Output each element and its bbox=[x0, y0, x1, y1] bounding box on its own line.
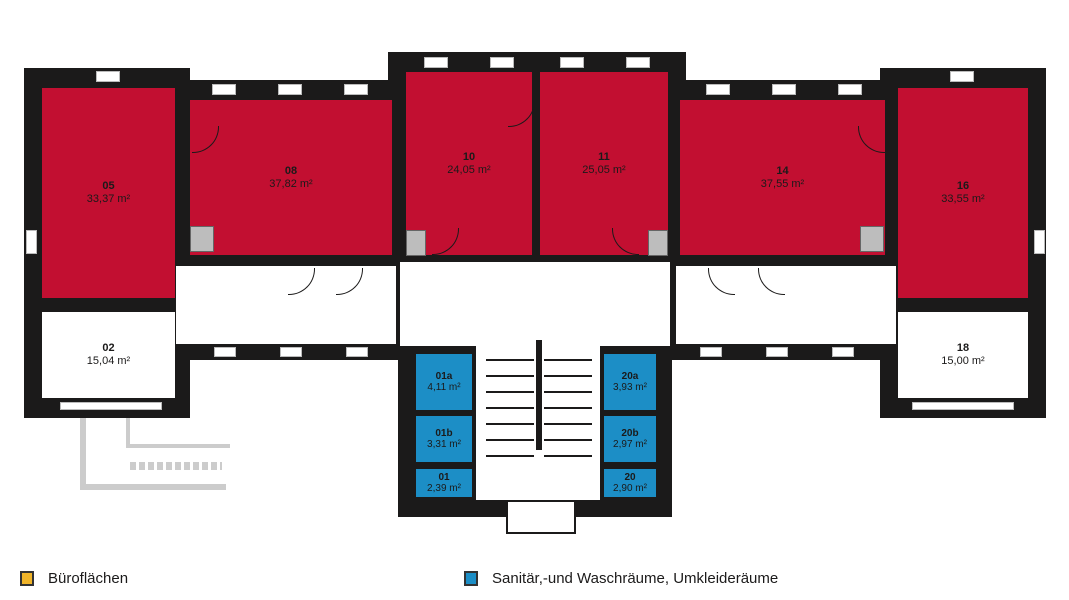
ramp bbox=[80, 418, 226, 490]
window bbox=[346, 347, 368, 357]
room-area: 2,90 m² bbox=[613, 483, 647, 494]
window bbox=[706, 84, 730, 95]
window bbox=[626, 57, 650, 68]
room-area: 3,31 m² bbox=[427, 439, 461, 450]
room-area: 4,11 m² bbox=[427, 382, 461, 393]
room-number: 20 bbox=[624, 472, 636, 483]
corridor-right bbox=[676, 266, 896, 344]
window bbox=[912, 402, 1014, 410]
room-number: 16 bbox=[956, 180, 970, 192]
legend-item-sanitary: Sanitär,-und Waschräume, Umkleideräume bbox=[464, 570, 778, 587]
room-area: 3,93 m² bbox=[613, 382, 647, 393]
room-number: 20b bbox=[621, 428, 639, 439]
shaft bbox=[190, 226, 214, 252]
window bbox=[280, 347, 302, 357]
window bbox=[1034, 230, 1045, 254]
room-area: 15,00 m² bbox=[941, 355, 985, 367]
legend-label: Büroflächen bbox=[48, 570, 129, 587]
window bbox=[950, 71, 974, 82]
window bbox=[212, 84, 236, 95]
room-number: 11 bbox=[598, 150, 610, 163]
window bbox=[766, 347, 788, 357]
window bbox=[424, 57, 448, 68]
stairs-right bbox=[544, 345, 592, 465]
room-number: 05 bbox=[102, 180, 115, 192]
stairs-left bbox=[486, 345, 534, 465]
window bbox=[490, 57, 514, 68]
entrance bbox=[506, 500, 576, 534]
window bbox=[214, 347, 236, 357]
ramp-inner bbox=[126, 418, 230, 448]
legend-item-office: Büroflächen bbox=[20, 570, 128, 587]
window bbox=[60, 402, 162, 410]
room-number: 02 bbox=[102, 342, 115, 354]
room-number: 01a bbox=[435, 371, 453, 382]
room-number: 14 bbox=[776, 164, 789, 177]
room-number: 10 bbox=[462, 150, 476, 163]
window bbox=[96, 71, 120, 82]
window bbox=[700, 347, 722, 357]
shaft bbox=[860, 226, 884, 252]
room-number: 08 bbox=[284, 164, 298, 177]
room-area: 25,05 m² bbox=[582, 163, 626, 176]
room-area: 37,82 m² bbox=[269, 177, 313, 190]
window bbox=[832, 347, 854, 357]
room-area: 33,55 m² bbox=[941, 193, 985, 205]
room-number: 01b bbox=[435, 428, 453, 439]
shaft bbox=[648, 230, 668, 256]
corridor-left bbox=[176, 266, 396, 344]
ramp-arrow bbox=[130, 462, 222, 470]
room-area: 24,05 m² bbox=[447, 163, 491, 176]
window bbox=[344, 84, 368, 95]
legend-swatch bbox=[464, 571, 478, 586]
room-area: 2,97 m² bbox=[613, 439, 647, 450]
window bbox=[26, 230, 37, 254]
room-area: 33,37 m² bbox=[86, 193, 131, 205]
room-area: 37,55 m² bbox=[760, 177, 805, 190]
legend-label: Sanitär,-und Waschräume, Umkleideräume bbox=[492, 570, 779, 587]
room-area: 2,39 m² bbox=[427, 483, 461, 494]
stair-divider bbox=[536, 340, 542, 450]
window bbox=[772, 84, 796, 95]
window bbox=[838, 84, 862, 95]
room-number: 20a bbox=[621, 371, 639, 382]
legend-swatch bbox=[20, 571, 34, 586]
room-number: 18 bbox=[956, 342, 970, 354]
shaft bbox=[406, 230, 426, 256]
room-number: 01 bbox=[438, 472, 450, 483]
window bbox=[560, 57, 584, 68]
room-area: 15,04 m² bbox=[86, 355, 131, 367]
window bbox=[278, 84, 302, 95]
